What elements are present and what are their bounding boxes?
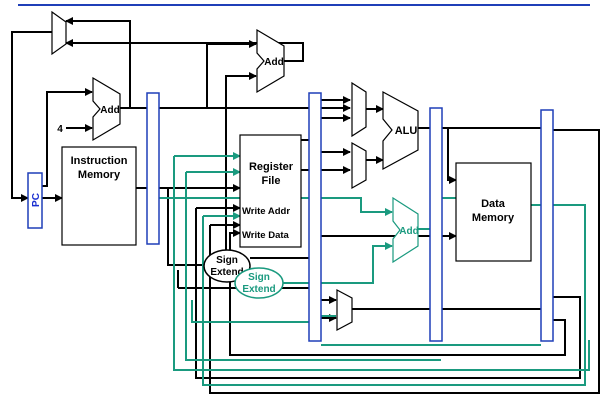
pipeline-register-id-ex [308, 92, 322, 342]
pipeline-register-ex-mem [429, 107, 443, 342]
pipeline-register-mem-wb [540, 109, 554, 342]
alu [382, 90, 419, 171]
instruction-memory-label-2: Memory [78, 169, 121, 181]
pc-register [27, 172, 43, 229]
data-memory-label-2: Memory [472, 212, 515, 224]
alu-mux-b [351, 141, 367, 190]
sign-extend-main [203, 249, 251, 283]
pc-mux [51, 10, 67, 56]
write-addr-label: Write Addr [242, 206, 290, 217]
register-file [239, 134, 302, 248]
data-memory [455, 162, 532, 262]
register-file-label-1: Register [249, 161, 294, 173]
sign-extend-alt [234, 267, 284, 299]
alu-mux-a [351, 81, 367, 138]
write-data-label: Write Data [242, 230, 290, 241]
sign-extend-alt-label-2: Extend [242, 284, 275, 295]
branch-adder [256, 28, 285, 94]
data-memory-label-1: Data [481, 198, 506, 210]
pc-adder-label: Add [100, 105, 119, 116]
pc-adder [92, 76, 121, 142]
dest-register-mux [336, 289, 353, 331]
branch-adder-label: Add [264, 57, 283, 68]
sign-extend-main-label-2: Extend [210, 267, 243, 278]
alternate-wires [159, 152, 590, 386]
constant-four: 4 [57, 124, 63, 135]
alu-label: ALU [395, 125, 418, 137]
pc-label: PC [31, 193, 42, 207]
sign-extend-main-label-1: Sign [216, 255, 238, 266]
instruction-memory-label-1: Instruction [71, 155, 128, 167]
sign-extend-alt-label-1: Sign [248, 272, 270, 283]
register-file-label-2: File [262, 175, 281, 187]
alt-adder-label: Add [399, 226, 418, 237]
alt-adder [392, 196, 419, 264]
pipeline-register-if-id [146, 92, 160, 245]
instruction-memory [61, 146, 137, 246]
